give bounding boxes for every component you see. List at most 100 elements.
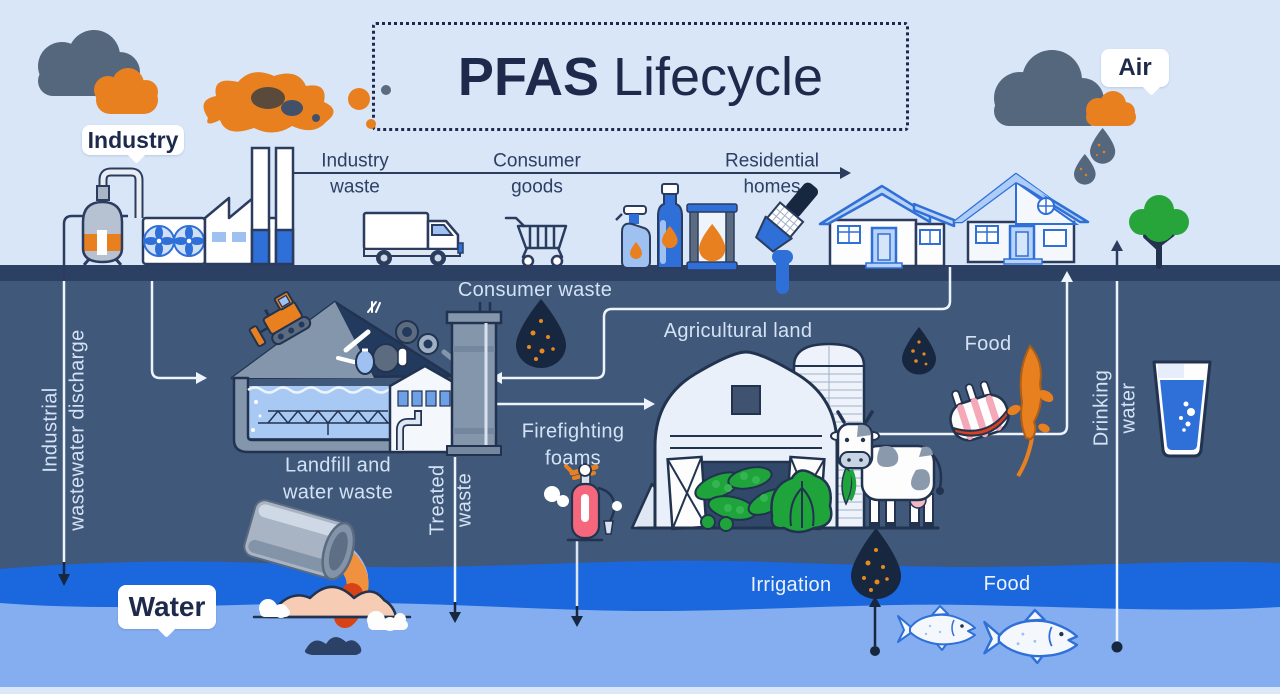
farm-icon [630,342,944,534]
ground-strip [0,265,1280,281]
house-icon [952,172,1090,265]
food-to-homes-arrowhead [1061,271,1073,282]
industry-label-bubble: Industry [82,125,184,164]
agricultural-land-text: Agricultural land [663,320,813,342]
water-label-bubble: Water [118,585,216,638]
wastewater-discharge-pipe-icon [243,499,412,655]
residential-homes-label: Residential homes [725,151,819,198]
house-icon [818,184,956,269]
bottom-strip [0,687,1280,694]
title-bold: PFAS [457,46,599,107]
industrial-wastewater-discharge-label: Industrial wastewater discharge [39,329,89,531]
treatment-building [388,364,462,454]
firefighting-line1: Firefighting [521,420,625,443]
pfas-rain-drop-icon [1090,128,1116,164]
industry-waste-line2: waste [330,176,380,198]
drinking-water-glass-icon [1152,360,1212,458]
agricultural-land-label: Agricultural land [664,320,813,342]
residential-homes-line1: Residential [725,150,819,172]
drinking-water-dot [1111,641,1123,653]
fire-extinguisher-icon [544,463,622,542]
drinking-water-label: Drinking water [1090,369,1140,447]
treated-waste-arrowhead [449,612,461,623]
wastewater-arrowhead [58,574,70,586]
landfill-treatment-icon [230,291,503,456]
dark-wave [304,636,362,655]
treated-waste-label: Treated waste [426,464,476,536]
food-water-text: Food [983,573,1031,595]
industrial-line2: wastewater discharge [66,329,89,531]
treatment-tower [445,302,503,456]
industry-waste-line1: Industry [321,150,389,172]
drinking-water-arrowhead [1111,240,1123,251]
title-box: PFAS Lifecycle [372,22,909,131]
treated-line1: Treated [426,464,449,536]
factory-smoke-icon [203,72,391,133]
pipe-body [243,499,356,581]
landfill-line1: Landfill and [285,454,391,477]
pfas-rain-drop-icon [1074,154,1096,185]
irrigation-text: Irrigation [750,574,832,596]
tree-icon [1129,195,1189,269]
irrigation-line-dot [870,646,880,656]
treated-line2: waste [453,472,476,528]
consumer-goods-icon [615,183,738,271]
basin-truss [258,409,398,435]
drinking-line1: Drinking [1090,369,1113,447]
firefighting-foams-label: Firefighting foams [522,421,625,470]
consumer-waste-line [502,267,952,380]
bulldozer-icon [248,291,312,348]
polluted-cloud-icon [1086,91,1136,126]
sludge-mound [266,585,398,619]
wheat-icon [1007,344,1054,478]
industry-flow-arrowhead [840,167,851,179]
foam-cloud [259,599,408,631]
consumer-goods-line2: goods [511,176,563,198]
fish-icon [897,605,976,651]
irrigation-arrowhead [869,596,881,607]
firefighting-line2: foams [545,447,601,470]
title-regular: Lifecycle [612,46,824,107]
industry-waste-label: Industry waste [321,151,389,198]
food-to-homes-line [866,282,1069,436]
air-label: Air [1118,54,1152,81]
lettuce-icon [770,469,833,534]
consumer-waste-label: Consumer waste [458,279,612,301]
truck-icon [362,211,464,266]
cow-icon [830,410,944,529]
wastewater-pipe-line [62,214,128,281]
landfill-label: Landfill and water waste [283,455,393,504]
fish-icon [983,608,1079,665]
fan-icon [143,225,175,257]
consumer-waste-drop-icon [516,299,566,368]
industry-landfill-arrowhead [196,372,207,384]
irrigation-label: Irrigation [751,574,832,596]
factory-icon [81,146,295,266]
food-drop-icon [902,327,936,375]
food-label: Food [965,333,1012,355]
consumer-goods-label: Consumer goods [493,151,581,198]
firefighting-arrowhead [571,616,583,627]
air-label-bubble: Air [1101,49,1169,96]
food-icons [949,344,1054,478]
paint-brush-icon [755,182,819,294]
industry-landfill-line [150,281,196,380]
fan-icon [173,225,205,257]
consumer-waste-text: Consumer waste [457,279,613,301]
drinking-line2: water [1117,382,1140,434]
trash-items [336,301,457,375]
residential-homes-line2: homes [743,176,801,198]
consumer-goods-line1: Consumer [493,150,581,172]
irrigation-drop-icon [851,528,901,599]
peas-icon [694,466,789,532]
ribs-icon [949,380,1010,442]
air-cloud-icon [994,50,1136,185]
food-text: Food [964,333,1012,355]
industrial-line1: Industrial [39,387,62,473]
shopping-cart-icon [504,216,568,268]
industry-clouds-icon [38,30,158,114]
treated-to-farm-arrowhead [644,398,655,410]
landfill-line2: water waste [282,481,394,504]
